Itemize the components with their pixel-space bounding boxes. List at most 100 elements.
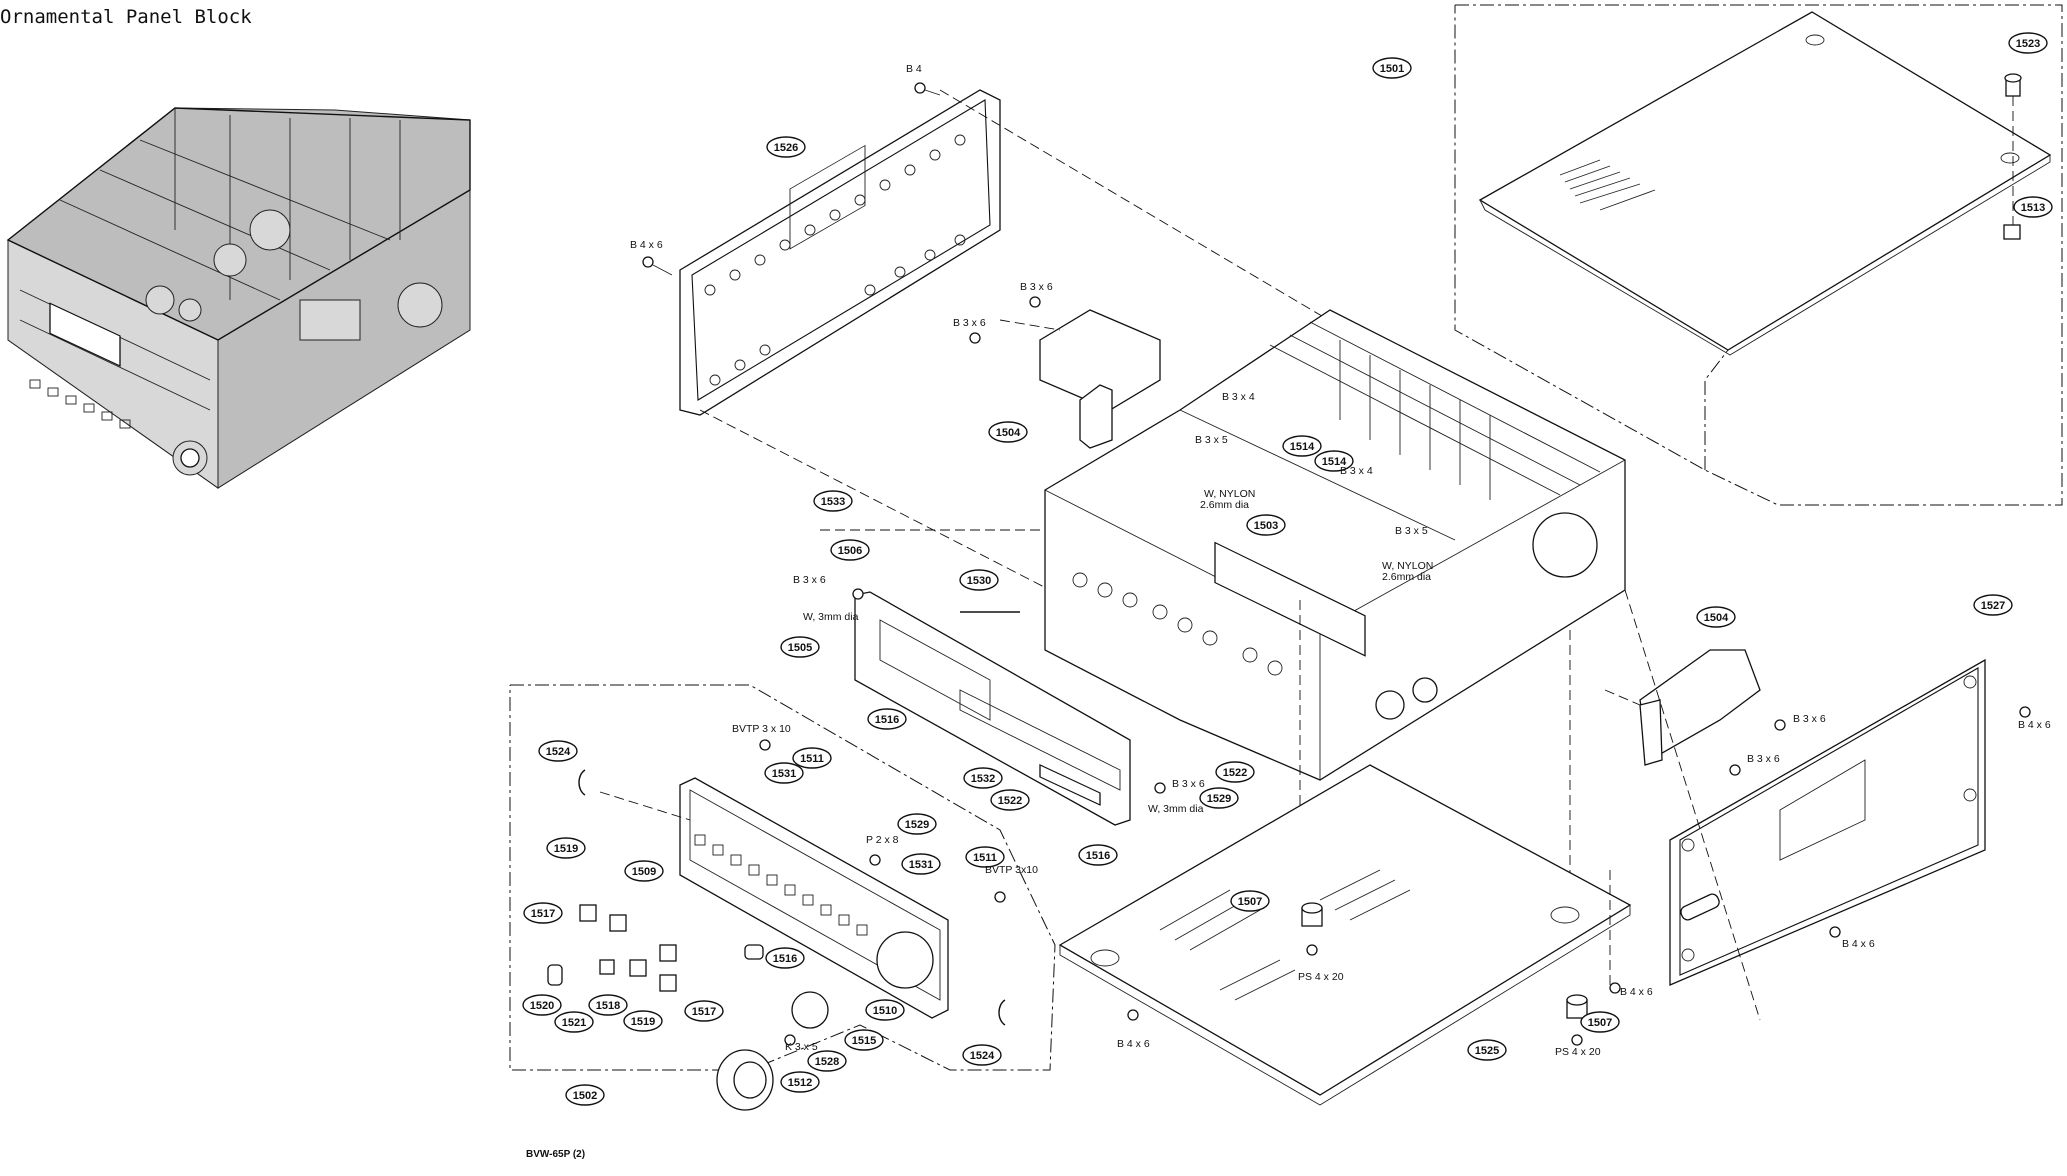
callout-number: 1529 xyxy=(1207,793,1231,805)
callout-oval xyxy=(813,490,853,512)
callout-1511: 1511 xyxy=(792,747,832,769)
callout-number: 1531 xyxy=(772,768,796,780)
callout-1514: 1514 xyxy=(1282,435,1322,457)
callout-number: 1504 xyxy=(1704,612,1729,624)
assembled-unit-perspective xyxy=(6,107,471,489)
callout-number: 1511 xyxy=(800,753,824,765)
callout-oval xyxy=(2008,32,2048,54)
part-label: B 3 x 6 xyxy=(793,574,826,586)
part-label: B 3 x 6 xyxy=(1172,778,1205,790)
side-bracket-lower xyxy=(1604,649,1761,766)
callout-oval xyxy=(807,1050,847,1072)
callout-number: 1502 xyxy=(573,1090,597,1102)
callout-oval xyxy=(522,994,562,1016)
callout-oval xyxy=(764,762,804,784)
callout-oval xyxy=(624,860,664,882)
callout-1524: 1524 xyxy=(538,740,578,762)
callout-1518: 1518 xyxy=(588,994,628,1016)
right-side-panel xyxy=(1624,589,1986,1021)
callout-number: 1519 xyxy=(631,1016,655,1028)
callout-number: 1503 xyxy=(1254,520,1278,532)
callout-oval xyxy=(523,902,563,924)
callout-number: 1517 xyxy=(692,1006,716,1018)
part-label: 2.6mm dia xyxy=(1382,571,1431,583)
callout-number: 1522 xyxy=(1223,767,1247,779)
callout-1504: 1504 xyxy=(988,421,1028,443)
top-cover-callout-box xyxy=(1454,4,2063,506)
callout-number: 1523 xyxy=(2016,38,2040,50)
part-label: B 4 x 6 xyxy=(630,239,663,251)
callout-number: 1531 xyxy=(909,859,933,871)
callout-number: 1515 xyxy=(852,1035,876,1047)
callout-1519: 1519 xyxy=(623,1010,663,1032)
callout-number: 1524 xyxy=(970,1050,995,1062)
part-label: B 3 x 4 xyxy=(1222,391,1255,403)
part-label: B 3 x 5 xyxy=(1395,525,1428,537)
callout-1509: 1509 xyxy=(624,860,664,882)
callout-oval xyxy=(546,837,586,859)
callout-number: 1522 xyxy=(998,795,1022,807)
callout-oval xyxy=(780,636,820,658)
callout-1514: 1514 xyxy=(1314,450,1354,472)
callout-1504: 1504 xyxy=(1696,606,1736,628)
callout-number: 1511 xyxy=(973,852,997,864)
callout-number: 1512 xyxy=(788,1077,812,1089)
callout-oval xyxy=(1580,1011,1620,1033)
part-label: W, 3mm dia xyxy=(1148,803,1204,815)
callout-1517: 1517 xyxy=(684,1000,724,1022)
callout-1529: 1529 xyxy=(897,813,937,835)
part-label: B 3 x 6 xyxy=(953,317,986,329)
callout-1531: 1531 xyxy=(764,762,804,784)
callout-oval xyxy=(990,789,1030,811)
callout-oval xyxy=(1467,1039,1507,1061)
callout-1517: 1517 xyxy=(523,902,563,924)
part-label: B 4 xyxy=(906,63,922,75)
callout-number: 1532 xyxy=(971,773,995,785)
part-label: 2.6mm dia xyxy=(1200,499,1249,511)
callout-1515: 1515 xyxy=(844,1029,884,1051)
callout-number: 1509 xyxy=(632,866,656,878)
top-cover-plate xyxy=(1478,11,2052,351)
callout-oval xyxy=(1282,435,1322,457)
callout-oval xyxy=(867,708,907,730)
callout-oval xyxy=(1215,761,1255,783)
callout-1519: 1519 xyxy=(546,837,586,859)
callout-number: 1527 xyxy=(1981,600,2005,612)
callout-1526: 1526 xyxy=(766,136,806,158)
callout-1531: 1531 xyxy=(901,853,941,875)
callout-number: 1514 xyxy=(1322,456,1347,468)
callout-oval xyxy=(1372,57,1412,79)
part-label: W, NYLON xyxy=(1204,488,1255,500)
callout-1533: 1533 xyxy=(813,490,853,512)
callout-1511: 1511 xyxy=(965,846,1005,868)
callout-1501: 1501 xyxy=(1372,57,1412,79)
callout-number: 1516 xyxy=(773,953,797,965)
callout-number: 1501 xyxy=(1380,63,1404,75)
callout-1502: 1502 xyxy=(565,1084,605,1106)
callout-oval xyxy=(1314,450,1354,472)
part-label: W, NYLON xyxy=(1382,560,1433,572)
callout-number: 1507 xyxy=(1588,1017,1612,1029)
callout-number: 1525 xyxy=(1475,1045,1499,1057)
bottom-plate xyxy=(1058,764,1632,1106)
callout-1506: 1506 xyxy=(830,539,870,561)
callout-oval xyxy=(623,1010,663,1032)
part-label: B 4 x 6 xyxy=(2018,719,2051,731)
callout-1505: 1505 xyxy=(780,636,820,658)
callout-oval xyxy=(865,999,905,1021)
part-label: B 4 x 6 xyxy=(1117,1038,1150,1050)
part-label: B 4 x 6 xyxy=(1620,986,1653,998)
callout-oval xyxy=(684,1000,724,1022)
callout-number: 1514 xyxy=(1290,441,1315,453)
callout-oval xyxy=(901,853,941,875)
screw-markers xyxy=(642,82,2031,1046)
callout-oval xyxy=(792,747,832,769)
page-title: Ornamental Panel Block xyxy=(0,6,252,28)
callout-1527: 1527 xyxy=(1973,594,2013,616)
callout-1507: 1507 xyxy=(1580,1011,1620,1033)
callout-oval xyxy=(2013,196,2053,218)
part-label: B 4 x 6 xyxy=(1842,938,1875,950)
callout-1525: 1525 xyxy=(1467,1039,1507,1061)
callout-oval xyxy=(897,813,937,835)
